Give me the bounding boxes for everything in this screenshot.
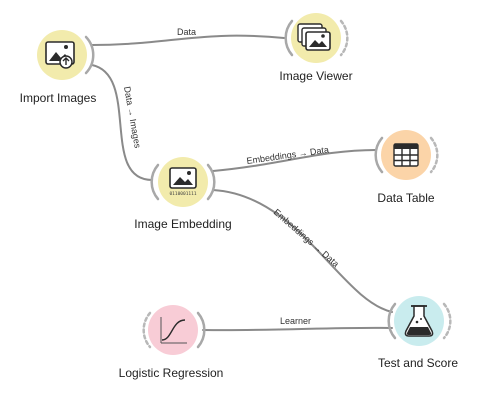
link-label-data: Data — [177, 27, 196, 37]
image-embedding-icon: 0110001111 — [169, 167, 197, 197]
link-import-to-viewer[interactable]: Data — [91, 27, 285, 46]
input-anchor[interactable] — [387, 302, 397, 340]
output-anchor[interactable] — [429, 136, 439, 174]
widget-title: Image Embedding — [134, 217, 231, 231]
widget-title: Image Viewer — [279, 69, 352, 83]
widget-title: Logistic Regression — [119, 366, 224, 380]
output-anchor[interactable] — [442, 302, 452, 340]
input-anchor[interactable] — [374, 136, 384, 174]
widget-image-viewer[interactable]: Image Viewer — [279, 13, 353, 83]
widget-image-embedding[interactable]: 0110001111 Image Embedding — [134, 157, 232, 231]
output-anchor[interactable] — [206, 163, 216, 201]
embedding-bits: 0110001111 — [169, 191, 196, 197]
image-viewer-icon — [297, 23, 331, 51]
link-embedding-to-score[interactable]: Embeddings → Data — [212, 189, 393, 313]
output-anchor[interactable] — [339, 19, 349, 57]
output-anchor[interactable] — [84, 35, 95, 75]
widget-data-table[interactable]: Data Table — [374, 130, 439, 205]
link-label-embeddings-data-2: Embeddings → Data — [272, 207, 341, 269]
widget-import-images[interactable]: Import Images — [20, 30, 97, 105]
input-anchor[interactable] — [142, 311, 152, 349]
widget-test-and-score[interactable]: Test and Score — [378, 296, 458, 370]
link-import-to-embedding[interactable]: Data → Images — [91, 64, 153, 181]
link-embedding-to-table[interactable]: Embeddings → Data — [212, 145, 377, 172]
widget-title: Test and Score — [378, 356, 458, 370]
logistic-regression-icon — [160, 317, 187, 344]
link-label-learner: Learner — [280, 316, 311, 326]
link-label-data-images: Data → Images — [122, 86, 143, 150]
data-table-icon — [393, 143, 419, 167]
link-label-embeddings-data-1: Embeddings → Data — [246, 145, 330, 166]
test-and-score-icon — [404, 305, 434, 337]
widget-title: Data Table — [377, 191, 434, 205]
input-anchor[interactable] — [150, 163, 160, 201]
widget-title: Import Images — [20, 91, 97, 105]
import-images-icon — [45, 41, 75, 69]
output-anchor[interactable] — [196, 311, 206, 349]
link-regression-to-score[interactable]: Learner — [202, 316, 393, 332]
widget-logistic-regression[interactable]: Logistic Regression — [119, 305, 224, 380]
input-anchor[interactable] — [284, 19, 294, 57]
